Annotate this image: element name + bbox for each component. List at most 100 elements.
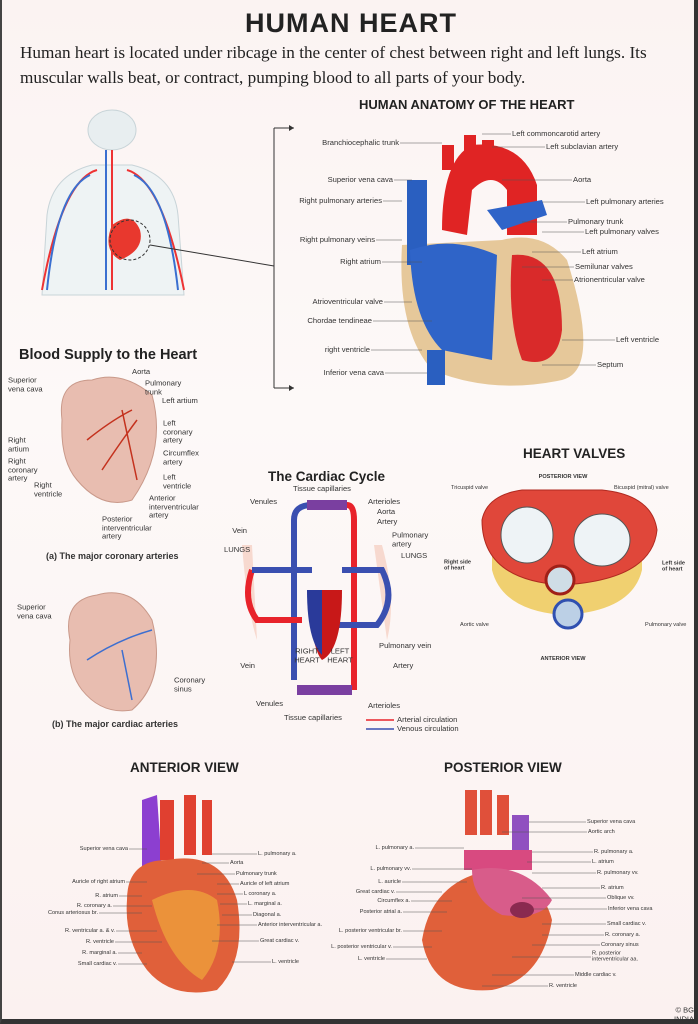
posterior-label-posterior-atrial-a: Posterior atrial a. [359, 908, 402, 915]
anterior-label-anterior-interventricular-a: Anterior interventricular a. [258, 921, 323, 928]
anatomy-label-left-subclavian-artery: Left subclavian artery [546, 141, 619, 151]
anatomy-label-left-pulmonary-arteries: Left pulmonary arteries [586, 196, 664, 206]
posterior-label-superior-vena-cava: Superior vena cava [587, 818, 636, 825]
anatomy-label-chordae-tendineae: Chordae tendineae [307, 315, 372, 325]
heart-valves-title: HEART VALVES [523, 446, 626, 461]
heart-valves-label-anterior-view: ANTERIOR VIEW [540, 655, 586, 662]
heart-icon [108, 218, 141, 260]
cardiac-cycle-label-arterioles: Arterioles [368, 496, 401, 506]
posterior-label-r-pulmonary-vv: R. pulmonary vv. [597, 869, 639, 876]
posterior-label-l-pulmonary-vv: L. pulmonary vv. [370, 865, 411, 872]
blood-supply-label-left-artium: Left artium [162, 395, 198, 405]
posterior-label-l-auricle: L. auricle [378, 878, 401, 885]
cardiac-cycle-label-vein: Vein [240, 660, 255, 670]
posterior-label-l-ventricle: L. ventricle [357, 955, 385, 962]
posterior-label-r-atrium: R. atrium [601, 884, 624, 891]
blood-supply-label-pulmonary-trunk: Pulmonary trunk [145, 378, 182, 396]
posterior-label-aortic-arch: Aortic arch [588, 828, 615, 835]
anterior-label-conus-arteriosus-br: Conus arteriosus br. [47, 909, 98, 916]
posterior-label-r-pulmonary-a: R. pulmonary a. [594, 848, 634, 855]
cardiac-cycle-label-pulmonary-vein: Pulmonary vein [379, 640, 432, 650]
anterior-label-superior-vena-cava: Superior vena cava [79, 845, 128, 852]
anatomy-label-right-pulmonary-arteries: Right pulmonary arteries [299, 195, 382, 205]
anterior-heart-illustration [126, 795, 240, 993]
blood-supply-label-circumflex-artery: Circumflex artery [163, 448, 199, 466]
cardiac-cycle-label-venules: Venules [249, 496, 277, 506]
anatomy-label-septum: Septum [597, 359, 624, 369]
cardiac-cycle-diagram [242, 500, 394, 730]
anatomy-label-left-ventricle: Left ventricle [616, 334, 660, 344]
anterior-label-l-marginal-a: L. marginal a. [248, 900, 282, 907]
anterior-label-small-cardiac-v: Small cardiac v. [77, 960, 117, 967]
anterior-label-r-ventricular-a-v: R. ventricular a. & v. [65, 927, 115, 934]
blood-supply-label-a-the-major-coronary-arteries: (a) The major coronary arteries [46, 551, 179, 561]
heart-valves-label-aortic-valve: Aortic valve [460, 621, 489, 628]
posterior-label-middle-cardiac-v: Middle cardiac v. [575, 971, 617, 978]
cardiac-cycle-label-artery: Artery [377, 516, 398, 526]
anterior-label-l-ventricle: L. ventricle [272, 958, 300, 965]
blood-supply-label-right-coronary-artery: Right coronary artery [8, 456, 38, 483]
cardiac-cycle-label-arterial-circulation: Arterial circulation [397, 714, 458, 724]
blood-supply-label-right-ventricle: Right ventricle [34, 480, 63, 498]
anatomy-label-left-commoncarotid-artery: Left commoncarotid artery [512, 128, 601, 138]
heart-valves-label-bicuspid-mitral-valve: Bicuspid (mitral) valve [614, 484, 669, 491]
cardiac-cycle-label-venules: Venules [255, 698, 283, 708]
anatomy-label-branchiocephalic-trunk: Branchiocephalic trunk [322, 137, 399, 147]
anatomy-title: HUMAN ANATOMY OF THE HEART [359, 97, 575, 112]
posterior-label-circumflex-a: Circumflex a. [377, 897, 410, 904]
posterior-label-l-posterior-ventricular-br: L. posterior ventricular br. [338, 927, 402, 934]
intro-text: Human heart is located under ribcage in … [20, 43, 647, 87]
anatomy-label-atrioventricular-valve: Atrioventricular valve [312, 296, 383, 306]
cardiac-cycle-title: The Cardiac Cycle [268, 469, 386, 484]
heart-valves-label-left-side-of-heart: Left side of heart [662, 560, 686, 573]
posterior-label-l-posterior-ventricular-v: L. posterior ventricular v. [331, 943, 392, 950]
posterior-label-small-cardiac-v: Small cardiac v. [607, 920, 647, 927]
cardiac-cycle-label-artery: Artery [393, 660, 414, 670]
cardiac-cycle-label-venous-circulation: Venous circulation [397, 723, 459, 733]
blood-supply-label-right-artium: Right artium [8, 435, 30, 453]
heart-valves-label-right-side-of-heart: Right side of heart [444, 559, 472, 572]
anterior-label-diagonal-a: Diagonal a. [253, 911, 282, 918]
anterior-view-title: ANTERIOR VIEW [130, 760, 239, 775]
posterior-label-r-coronary-a: R. coronary a. [605, 931, 641, 938]
cardiac-veins-heart [68, 592, 157, 712]
heart-valves-illustration [481, 489, 658, 630]
anterior-label-aorta: Aorta [230, 859, 244, 866]
anterior-label-r-ventricle: R. ventricle [86, 938, 114, 945]
anatomy-label-left-atrium: Left atrium [582, 246, 618, 256]
posterior-label-inferior-vena-cava: Inferior vena cava [608, 905, 653, 912]
blood-supply-label-aorta: Aorta [132, 366, 151, 376]
posterior-label-l-pulmonary-a: L. pulmonary a. [375, 844, 414, 851]
anatomy-label-pulmonary-trunk: Pulmonary trunk [568, 216, 624, 226]
anatomy-label-right-atrium: Right atrium [340, 256, 381, 266]
anatomy-heart-illustration [401, 135, 584, 386]
anterior-label-r-coronary-a: R. coronary a. [76, 902, 112, 909]
coronary-arteries-heart [60, 376, 157, 503]
anterior-label-l-coronary-a: L coronary a. [244, 890, 277, 897]
cardiac-cycle-label-vein: Vein [232, 525, 247, 535]
blood-supply-label-posterior-interventricular-artery: Posterior interventricular artery [102, 514, 152, 541]
cardiac-cycle-label-lungs: LUNGS [401, 550, 428, 560]
posterior-view-title: POSTERIOR VIEW [444, 760, 562, 775]
posterior-label-coronary-sinus: Coronary sinus [601, 941, 639, 948]
cardiac-cycle-label-tissue-capillaries: Tissue capillaries [293, 483, 351, 493]
anatomy-label-right-ventricle: right ventricle [324, 344, 370, 354]
posterior-label-l-atrium: L. atrium [592, 858, 614, 865]
anatomy-label-left-pulmonary-valves: Left pulmonary valves [585, 226, 659, 236]
anatomy-label-aorta: Aorta [573, 174, 592, 184]
cardiac-cycle-label-arterioles: Arterioles [368, 700, 401, 710]
blood-supply-title: Blood Supply to the Heart [19, 347, 198, 363]
poster-title: HUMAN HEART [245, 8, 457, 38]
anatomy-label-semilunar-valves: Semilunar valves [575, 261, 633, 271]
cardiac-cycle-label-tissue-capillaries: Tissue capillaries [284, 712, 342, 722]
anatomy-label-right-pulmonary-veins: Right pulmonary veins [299, 234, 375, 244]
anterior-label-auricle-of-left-atrium: Auricle of left atrium [240, 880, 290, 887]
posterior-label-r-posterior-interventricular-aa: R. posterior interventricular aa. [592, 950, 639, 963]
blood-supply-label-coronary-sinus: Coronary sinus [174, 675, 206, 693]
anatomy-label-inferior-vena-cava: Inferior vena cava [323, 367, 384, 377]
heart-valves-label-tricuspid-valve: Tricuspid valve [451, 484, 489, 491]
blood-supply-label-left-coronary-artery: Left coronary artery [163, 418, 193, 445]
anterior-label-auricle-of-right-atrium: Auricle of right atrium [72, 878, 125, 885]
anatomy-label-superior-vena-cava: Superior vena cava [327, 174, 393, 184]
